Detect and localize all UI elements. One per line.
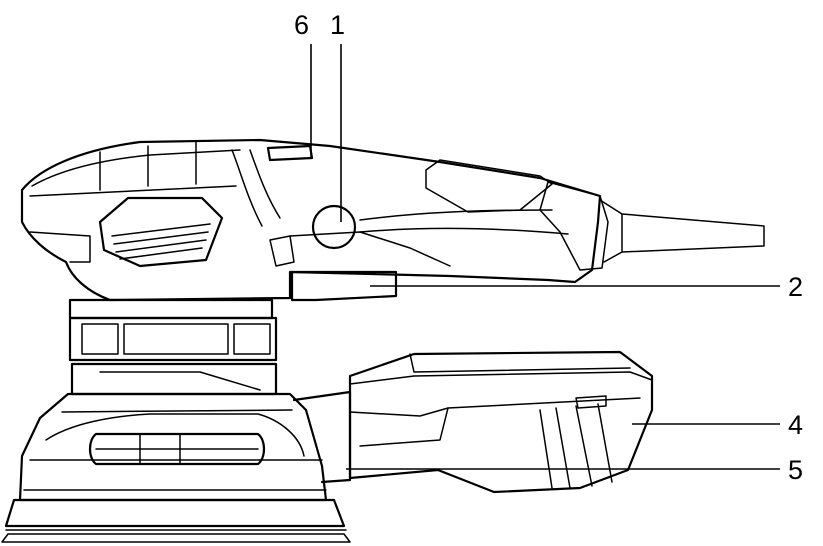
callout-5: 5 — [788, 455, 803, 485]
on-off-switch — [290, 270, 398, 302]
callout-6: 6 — [294, 10, 309, 40]
neck-collar — [68, 298, 278, 396]
base-housing — [18, 390, 352, 502]
callout-2: 2 — [788, 272, 803, 302]
dust-box — [348, 350, 654, 494]
sanding-pad — [1, 498, 351, 543]
handle-housing — [20, 138, 765, 302]
vent-grille — [98, 196, 224, 268]
callout-4: 4 — [788, 410, 803, 440]
speed-dial — [311, 204, 357, 250]
callout-1: 1 — [330, 10, 345, 40]
base-grille — [88, 432, 266, 466]
switch-lock-cap — [266, 144, 314, 162]
